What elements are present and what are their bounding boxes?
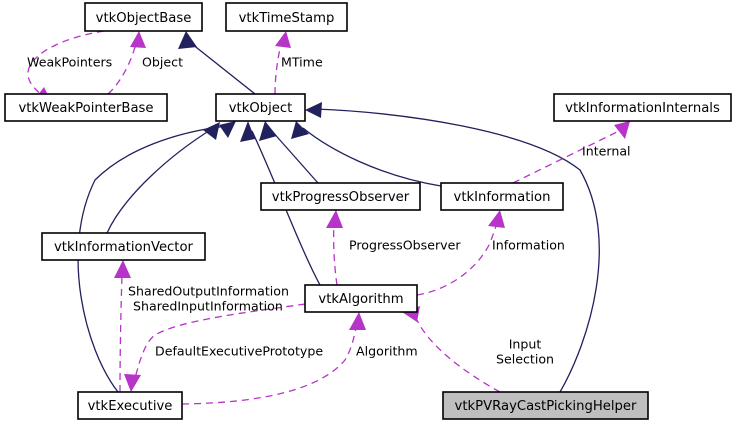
- node-box-vtkPVRayCastPickingHelper[interactable]: [442, 391, 649, 420]
- node-label-vtkObjectBase: vtkObjectBase: [96, 11, 192, 26]
- node-vtkObjectBase[interactable]: vtkObjectBase: [84, 2, 203, 32]
- edge-label-defaultexecutiveprototype: DefaultExecutivePrototype: [155, 344, 323, 359]
- association-arrowhead: [614, 121, 630, 139]
- node-label-vtkWeakPointerBase: vtkWeakPointerBase: [18, 101, 153, 116]
- association-arrowhead: [488, 210, 505, 228]
- association-arrowhead: [130, 31, 146, 48]
- edge-defaultexecutiveprototype: [124, 303, 306, 392]
- edge-object: [107, 31, 146, 95]
- inheritance-arrowhead: [305, 102, 322, 118]
- node-label-vtkPVRayCastPickingHelper: vtkPVRayCastPickingHelper: [455, 399, 637, 414]
- edge-vtkPVRayCastPickingHelper-inherits-vtkObject: [305, 102, 600, 393]
- edge-label-algorithm: Algorithm: [356, 344, 418, 359]
- inheritance-arrowhead: [203, 122, 220, 140]
- node-box-vtkObject[interactable]: [215, 93, 306, 122]
- node-vtkAlgorithm[interactable]: vtkAlgorithm: [304, 284, 418, 313]
- inheritance-arrowhead: [240, 121, 255, 142]
- edge-vtkAlgorithm-inherits-vtkObject: [240, 121, 321, 286]
- node-vtkInformation[interactable]: vtkInformation: [440, 182, 564, 211]
- edge-vtkInformation-inherits-vtkObject: [291, 121, 442, 187]
- edge-vtkExecutive-inherits-vtkObject: [77, 121, 236, 393]
- association-arrowhead: [275, 31, 291, 48]
- node-label-vtkObject: vtkObject: [229, 101, 293, 116]
- edge-label-weakpointers: WeakPointers: [27, 55, 112, 70]
- edge-progressobserver: [326, 210, 343, 286]
- node-vtkProgressObserver[interactable]: vtkProgressObserver: [260, 182, 421, 211]
- edge-information: [416, 210, 505, 296]
- edge-label-sharedoutputinformation: SharedOutputInformation: [128, 284, 289, 299]
- inheritance-arrowhead: [219, 121, 236, 138]
- association-arrowhead: [124, 374, 141, 392]
- edge-vtkProgressObserver-inherits-vtkObject: [259, 121, 319, 184]
- edge-label-selection: Selection: [496, 352, 554, 367]
- node-label-vtkProgressObserver: vtkProgressObserver: [272, 190, 410, 205]
- edge-label-mtime: MTime: [281, 55, 323, 70]
- node-box-vtkInformation[interactable]: [440, 182, 564, 211]
- node-box-vtkExecutive[interactable]: [77, 391, 183, 420]
- node-box-vtkObjectBase[interactable]: [84, 2, 203, 32]
- edge-label-internal: Internal: [582, 144, 631, 159]
- node-vtkTimeStamp[interactable]: vtkTimeStamp: [225, 2, 348, 32]
- edge-label-object: Object: [142, 55, 183, 70]
- edge-mtime: [274, 31, 291, 95]
- node-label-vtkTimeStamp: vtkTimeStamp: [239, 11, 335, 26]
- association-arrowhead: [326, 210, 343, 228]
- edge-label-input: Input: [509, 337, 542, 352]
- node-box-vtkWeakPointerBase[interactable]: [4, 93, 168, 122]
- edge-label-progressobserver: ProgressObserver: [349, 238, 461, 253]
- inheritance-arrowhead: [291, 121, 309, 139]
- inheritance-arrowhead: [259, 121, 277, 141]
- inheritance-arrowhead: [178, 31, 197, 49]
- node-box-vtkInformationInternals[interactable]: [553, 93, 732, 122]
- edge-label-information: Information: [492, 238, 565, 253]
- node-vtkObject[interactable]: vtkObject: [215, 93, 306, 122]
- node-vtkPVRayCastPickingHelper[interactable]: vtkPVRayCastPickingHelper: [442, 391, 649, 420]
- association-arrowhead: [349, 312, 366, 330]
- node-vtkWeakPointerBase[interactable]: vtkWeakPointerBase: [4, 93, 168, 122]
- edge-label-sharedinputinformation: SharedInputInformation: [133, 299, 283, 314]
- node-box-vtkInformationVector[interactable]: [41, 232, 206, 261]
- node-box-vtkAlgorithm[interactable]: [304, 284, 418, 313]
- edge-algorithm: [181, 312, 366, 405]
- node-vtkExecutive[interactable]: vtkExecutive: [77, 391, 183, 420]
- node-label-vtkInformationVector: vtkInformationVector: [54, 240, 194, 255]
- association-arrowhead: [114, 260, 131, 278]
- class-nodes: vtkObjectBase vtkTimeStamp vtkWeakPointe…: [4, 2, 732, 420]
- node-label-vtkExecutive: vtkExecutive: [88, 399, 173, 414]
- node-label-vtkAlgorithm: vtkAlgorithm: [318, 292, 403, 307]
- edge-vtkInformationVector-inherits-vtkObject: [106, 122, 220, 234]
- node-box-vtkProgressObserver[interactable]: [260, 182, 421, 211]
- node-label-vtkInformationInternals: vtkInformationInternals: [565, 101, 720, 116]
- edge-internal: [512, 121, 630, 184]
- inheritance-edges: [77, 31, 600, 393]
- node-label-vtkInformation: vtkInformation: [454, 190, 551, 205]
- node-vtkInformationInternals[interactable]: vtkInformationInternals: [553, 93, 732, 122]
- edge-label-group: WeakPointers Object MTime Internal Progr…: [27, 55, 631, 367]
- node-vtkInformationVector[interactable]: vtkInformationVector: [41, 232, 206, 261]
- edge-sharedinformation: [114, 260, 131, 393]
- node-box-vtkTimeStamp[interactable]: [225, 2, 348, 32]
- edge-vtkObject-inherits-vtkObjectBase: [178, 31, 256, 95]
